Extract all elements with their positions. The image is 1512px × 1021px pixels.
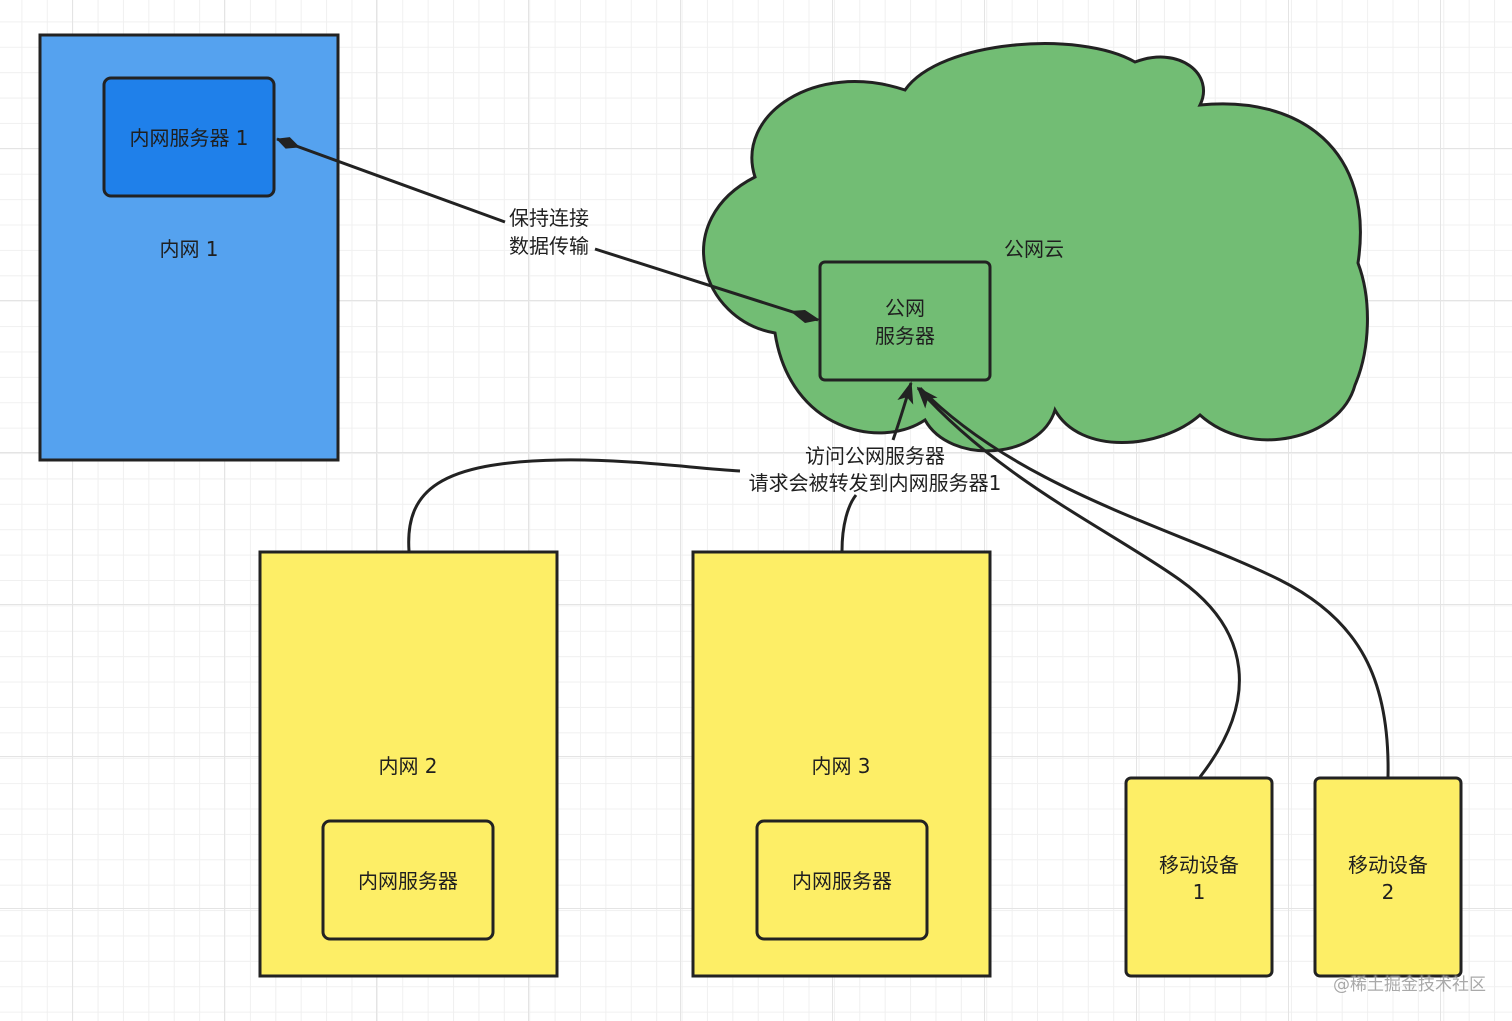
intranet-3-label: 内网 3 — [811, 754, 870, 778]
mobile-device-1-label-line1: 移动设备 — [1159, 853, 1239, 877]
public-server-label-line2: 服务器 — [875, 324, 935, 348]
intranet-1-label: 内网 1 — [159, 237, 218, 261]
keepalive-edge-segment-1[interactable] — [276, 137, 506, 224]
keepalive-connection[interactable]: 保持连接 数据传输 — [276, 137, 820, 323]
mobile-device-2-label-line2: 2 — [1382, 880, 1395, 904]
intranet-3-server-label: 内网服务器 — [792, 869, 892, 893]
intranet-1-server[interactable]: 内网服务器 1 — [102, 76, 276, 198]
intranet-1-server-label: 内网服务器 1 — [129, 126, 248, 150]
access-connection[interactable]: 访问公网服务器 请求会被转发到内网服务器1 — [407, 381, 1002, 552]
mobile-connections[interactable] — [916, 386, 1390, 778]
intranet-3-to-public-server-edge-lower[interactable] — [840, 494, 858, 552]
mobile-device-1-label-line2: 1 — [1193, 880, 1206, 904]
keepalive-label-line2: 数据传输 — [509, 234, 589, 258]
mobile-device-2-label-line1: 移动设备 — [1348, 853, 1428, 877]
intranet-2-label: 内网 2 — [378, 754, 437, 778]
intranet-2-server-box[interactable] — [321, 819, 495, 941]
access-label-line1: 访问公网服务器 — [805, 444, 945, 468]
keepalive-edge-segment-2[interactable] — [594, 247, 819, 322]
keepalive-label-line1: 保持连接 — [509, 206, 589, 230]
mobile-device-1[interactable]: 移动设备 1 — [1124, 776, 1274, 978]
watermark: @稀土掘金技术社区 — [1333, 975, 1486, 995]
public-cloud[interactable]: 公网云 — [702, 42, 1369, 453]
mobile-1-to-public-server-edge[interactable] — [916, 386, 1241, 778]
access-edge-arrow[interactable] — [891, 381, 914, 441]
public-server-label-line1: 公网 — [885, 296, 925, 320]
public-server-box[interactable] — [818, 260, 992, 382]
mobile-device-2[interactable]: 移动设备 2 — [1313, 776, 1463, 978]
intranet-1-server-box[interactable] — [102, 76, 276, 198]
access-label-line2: 请求会被转发到内网服务器1 — [749, 471, 1002, 495]
keepalive-end-diamond — [790, 310, 820, 323]
intranet-2-server[interactable]: 内网服务器 — [321, 819, 495, 941]
intranet-2-to-public-server-edge[interactable] — [407, 458, 741, 552]
intranet-3-server-box[interactable] — [755, 819, 929, 941]
intranet-2-server-label: 内网服务器 — [358, 869, 458, 893]
mobile-device-2-box[interactable] — [1313, 776, 1463, 978]
mobile-device-1-box[interactable] — [1124, 776, 1274, 978]
mobile-2-to-public-server-edge[interactable] — [918, 386, 1390, 778]
intranet-3-server[interactable]: 内网服务器 — [755, 819, 929, 941]
public-server[interactable]: 公网 服务器 — [818, 260, 992, 382]
public-cloud-label: 公网云 — [1004, 237, 1064, 261]
